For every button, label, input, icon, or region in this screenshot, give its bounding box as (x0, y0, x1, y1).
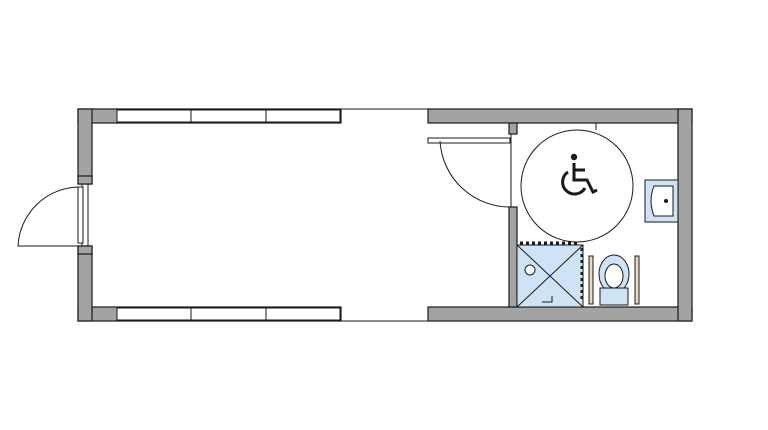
sink-drain (664, 199, 668, 203)
shower-head-icon (542, 296, 553, 303)
wall-left-upper (77, 108, 93, 185)
window-bottom-1 (116, 307, 192, 321)
toilet-area (588, 254, 640, 306)
entrance-door-leaf (77, 186, 84, 244)
window-bottom-3 (265, 307, 341, 321)
window-top-2 (190, 109, 267, 123)
bathroom-door-leaf (427, 137, 511, 144)
shower-diagonal-2 (516, 244, 584, 308)
wheelchair-head (570, 153, 578, 161)
wheelchair-wheel (561, 170, 587, 196)
window-top-1 (116, 109, 192, 123)
wheelchair-body (572, 163, 598, 195)
partition-stub-top (508, 122, 518, 135)
entrance-door (17, 175, 93, 255)
wheelchair-icon (561, 153, 598, 196)
toilet-bowl (604, 263, 624, 289)
window-top-3 (265, 109, 341, 123)
wall-left-lower (77, 245, 93, 322)
toilet-tank (599, 287, 629, 306)
door-jamb-bottom (77, 245, 93, 255)
entrance-door-swing (17, 186, 81, 247)
door-jamb-top (77, 175, 93, 185)
window-bottom-2 (190, 307, 267, 321)
wall-right (677, 108, 693, 322)
wall-bottom-right (427, 306, 693, 322)
windows (116, 109, 341, 321)
wall-top-right (427, 108, 693, 124)
bathroom-door-swing (439, 140, 512, 208)
grab-rail-left (588, 255, 594, 305)
grab-rail-right (634, 255, 640, 305)
shower (516, 241, 584, 308)
bathroom-partition (427, 122, 597, 308)
shower-drain-icon (524, 264, 536, 276)
sink (644, 179, 679, 223)
sink-basin (650, 185, 674, 217)
wall-openings (341, 108, 428, 322)
partition-lower (508, 206, 518, 308)
